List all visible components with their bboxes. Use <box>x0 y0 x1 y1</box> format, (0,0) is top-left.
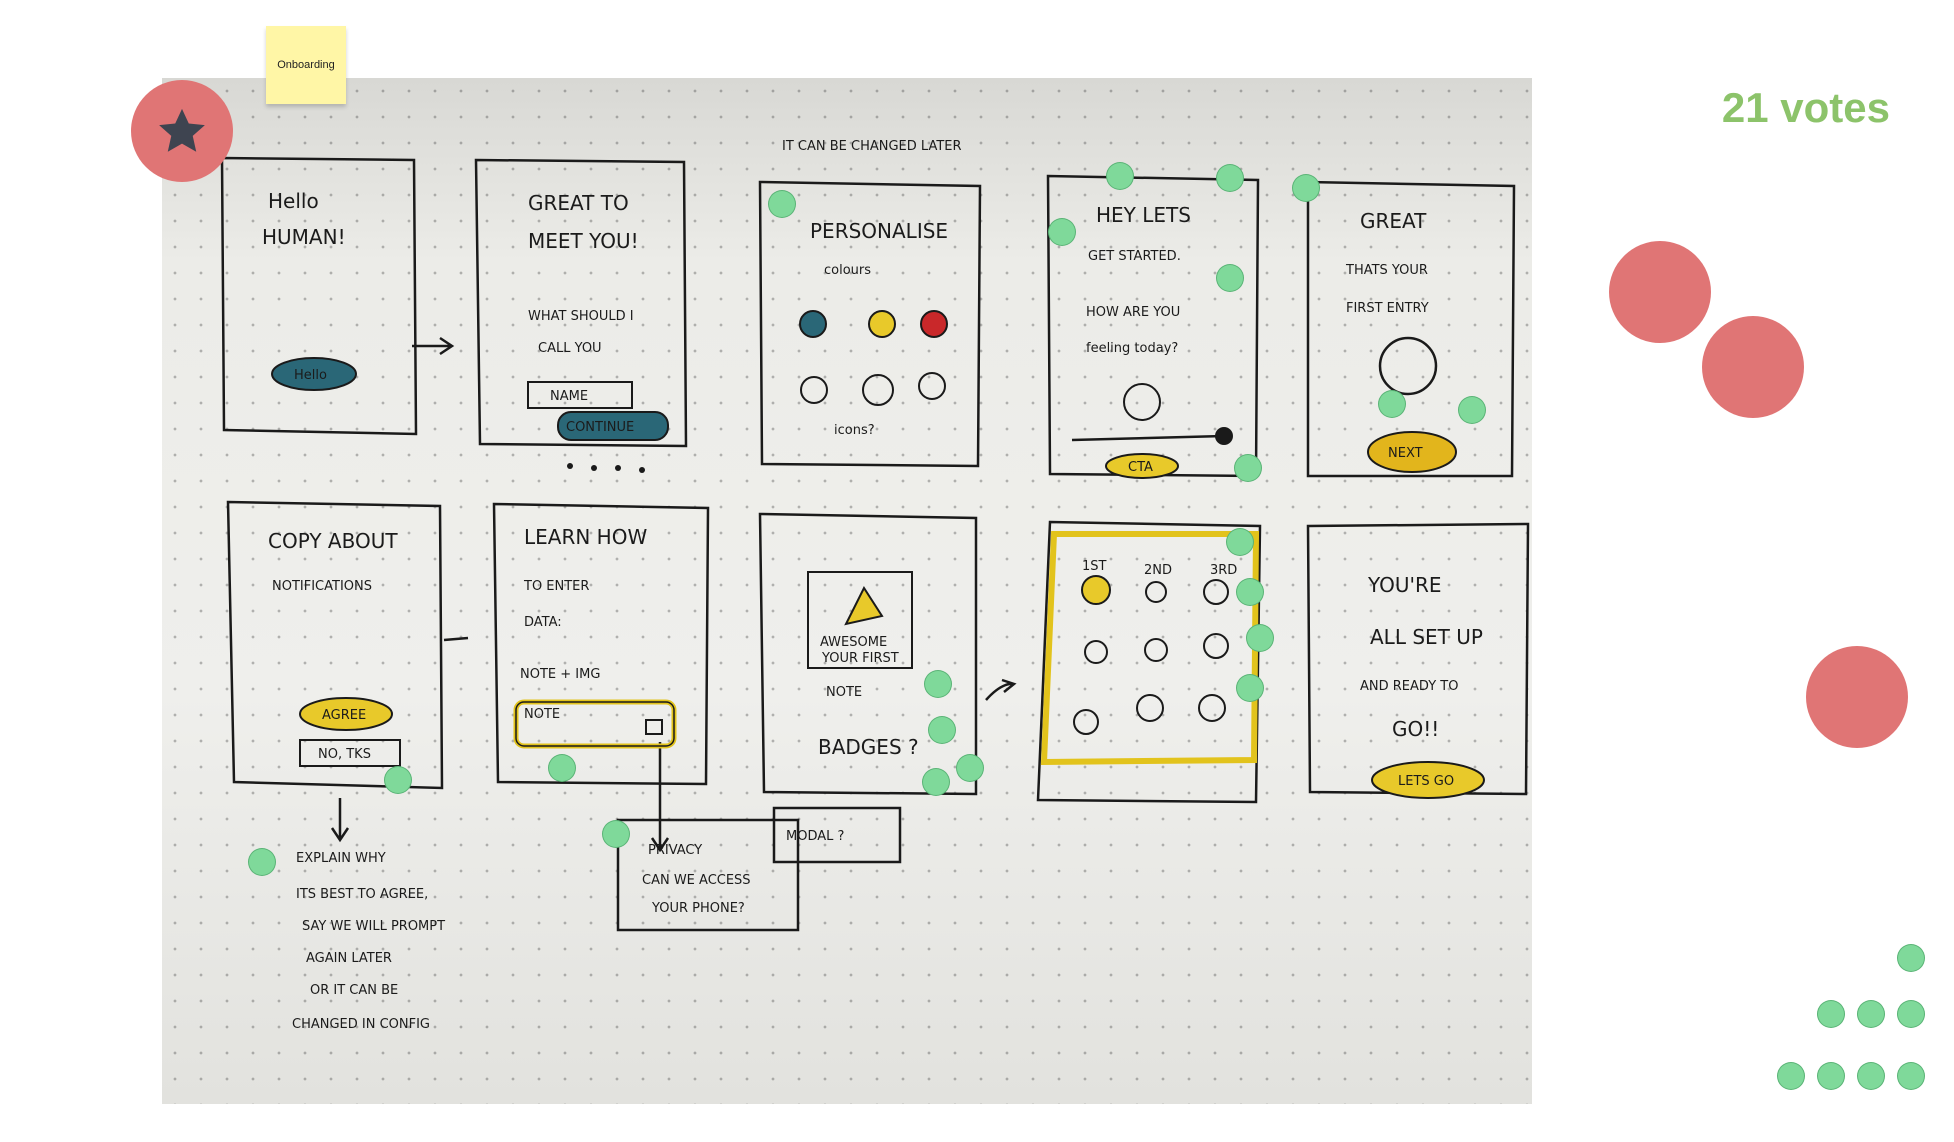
learn-field-label: NOTE <box>524 707 560 722</box>
started-line-3: HOW ARE YOU <box>1086 305 1180 320</box>
first-entry-line-2: THATS YOUR <box>1345 263 1428 278</box>
badges-line-1: AWESOME <box>820 635 887 650</box>
vote-dot[interactable] <box>1226 528 1254 556</box>
vote-dot[interactable] <box>1246 624 1274 652</box>
vote-dot[interactable] <box>602 820 630 848</box>
personalise-title: PERSONALISE <box>810 219 948 243</box>
meet-field-label: NAME <box>550 389 588 404</box>
vote-dot[interactable] <box>928 716 956 744</box>
star-icon <box>159 108 205 152</box>
vote-dot[interactable] <box>922 768 950 796</box>
vote-dot[interactable] <box>1236 578 1264 606</box>
explain-line-5: OR IT CAN BE <box>310 983 398 998</box>
explain-line-6: CHANGED IN CONFIG <box>292 1017 430 1032</box>
personalise-icons-note: icons? <box>834 423 875 438</box>
badges-line-4: BADGES ? <box>818 735 919 759</box>
meet-line-2: MEET YOU! <box>528 229 639 253</box>
vote-dot[interactable] <box>1048 218 1076 246</box>
unused-vote-dot[interactable] <box>1777 1062 1805 1090</box>
red-vote-dot[interactable] <box>1702 316 1804 418</box>
unused-vote-dot[interactable] <box>1897 1000 1925 1028</box>
notifications-line-1: COPY ABOUT <box>268 529 398 553</box>
setup-line-2: ALL SET UP <box>1370 625 1483 649</box>
sketch-photo[interactable]: IT CAN BE CHANGED LATER Hello HUMAN! Hel… <box>162 78 1532 1104</box>
learn-line-2: TO ENTER <box>523 579 589 594</box>
modal-note: MODAL ? <box>786 829 844 844</box>
setup-line-4: GO!! <box>1392 717 1439 741</box>
meet-button-label: CONTINUE <box>566 420 634 435</box>
started-line-1: HEY LETS <box>1096 203 1191 227</box>
notifications-no-label: NO, TKS <box>318 747 371 762</box>
unused-vote-dot[interactable] <box>1897 944 1925 972</box>
unused-vote-dot[interactable] <box>1857 1062 1885 1090</box>
vote-dot[interactable] <box>1458 396 1486 424</box>
first-entry-line-1: GREAT <box>1360 209 1427 233</box>
unused-vote-dot[interactable] <box>1817 1000 1845 1028</box>
vote-dot[interactable] <box>384 766 412 794</box>
badges-line-2: YOUR FIRST <box>821 651 899 666</box>
vote-dot[interactable] <box>956 754 984 782</box>
vote-dot[interactable] <box>1216 164 1244 192</box>
unused-vote-dot[interactable] <box>1817 1062 1845 1090</box>
top-note: IT CAN BE CHANGED LATER <box>782 139 962 154</box>
hello-line-1: Hello <box>268 189 319 213</box>
started-line-4: feeling today? <box>1086 341 1178 356</box>
learn-line-3: DATA: <box>524 615 562 630</box>
started-button-label: CTA <box>1128 460 1153 475</box>
hello-line-2: HUMAN! <box>262 225 346 249</box>
sketch-drawing: IT CAN BE CHANGED LATER Hello HUMAN! Hel… <box>220 139 1530 1032</box>
unused-vote-dot[interactable] <box>1857 1000 1885 1028</box>
notifications-agree-label: AGREE <box>322 708 366 723</box>
badges-line-3: NOTE <box>826 685 862 700</box>
privacy-line-2: CAN WE ACCESS <box>642 873 751 888</box>
learn-line-4: NOTE + IMG <box>520 667 600 682</box>
votes-count: 21 votes <box>1721 84 1890 131</box>
vote-dot[interactable] <box>1236 674 1264 702</box>
explain-line-4: AGAIN LATER <box>306 951 392 966</box>
meet-line-3: WHAT SHOULD I <box>528 309 634 324</box>
first-entry-button-label: NEXT <box>1388 446 1423 461</box>
explain-line-1: EXPLAIN WHY <box>296 851 386 866</box>
vote-dot[interactable] <box>1234 454 1262 482</box>
started-line-2: GET STARTED. <box>1088 249 1181 264</box>
grid-label-1st: 1ST <box>1082 559 1107 574</box>
notifications-line-2: NOTIFICATIONS <box>272 579 372 594</box>
personalise-colours-note: colours <box>824 263 871 278</box>
favorite-badge[interactable] <box>131 80 233 182</box>
setup-line-1: YOU'RE <box>1367 573 1442 597</box>
grid-label-2nd: 2ND <box>1144 563 1172 578</box>
hello-button-label: Hello <box>294 368 327 383</box>
sticky-note-onboarding[interactable]: Onboarding <box>266 26 346 104</box>
vote-dot[interactable] <box>548 754 576 782</box>
first-entry-line-3: FIRST ENTRY <box>1346 301 1429 316</box>
red-vote-dot[interactable] <box>1806 646 1908 748</box>
meet-line-4: CALL YOU <box>538 341 602 356</box>
setup-line-3: AND READY TO <box>1360 679 1458 694</box>
vote-dot[interactable] <box>248 848 276 876</box>
red-vote-dot[interactable] <box>1609 241 1711 343</box>
vote-dot[interactable] <box>924 670 952 698</box>
vote-dot[interactable] <box>1106 162 1134 190</box>
vote-dot[interactable] <box>1378 390 1406 418</box>
explain-line-3: SAY WE WILL PROMPT <box>302 919 445 934</box>
vote-dot[interactable] <box>768 190 796 218</box>
vote-dot[interactable] <box>1216 264 1244 292</box>
privacy-line-1: PRIVACY <box>648 843 702 858</box>
privacy-line-3: YOUR PHONE? <box>651 901 745 916</box>
sticky-note-label: Onboarding <box>277 59 335 71</box>
grid-label-3rd: 3RD <box>1210 563 1237 578</box>
explain-line-2: ITS BEST TO AGREE, <box>296 887 428 902</box>
setup-button-label: LETS GO <box>1398 774 1454 789</box>
vote-dot[interactable] <box>1292 174 1320 202</box>
learn-line-1: LEARN HOW <box>524 525 647 549</box>
unused-vote-dot[interactable] <box>1897 1062 1925 1090</box>
meet-line-1: GREAT TO <box>528 191 629 215</box>
